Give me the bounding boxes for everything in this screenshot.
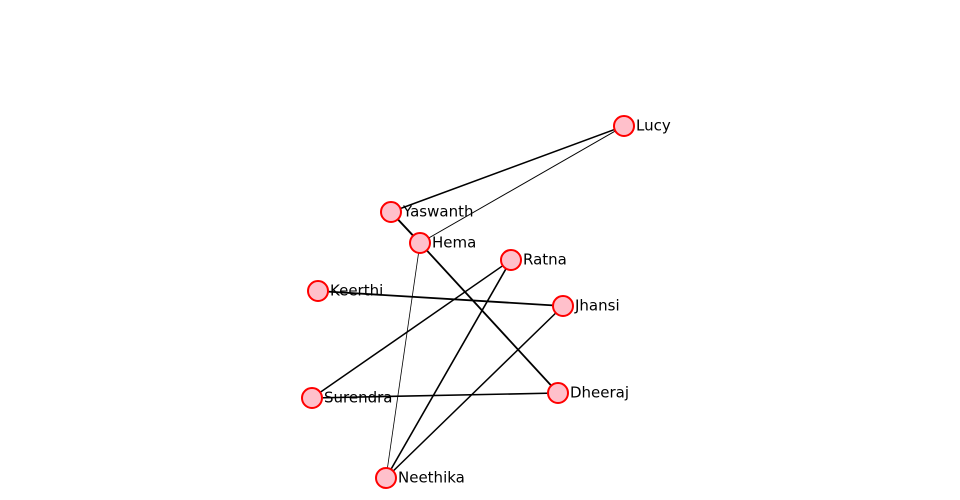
node-circle-ratna[interactable] xyxy=(500,249,522,271)
edge-surendra-dheeraj xyxy=(311,392,559,399)
node-surendra[interactable]: Surendra xyxy=(301,387,392,409)
edge-hema-dheeraj xyxy=(419,242,559,394)
node-label-keerthi: Keerthi xyxy=(330,282,383,300)
nodes-layer: LucyYaswanthHemaRatnaKeerthiJhansiSurend… xyxy=(301,115,671,489)
edge-ratna-neethika xyxy=(385,259,512,479)
node-label-neethika: Neethika xyxy=(398,469,465,487)
node-keerthi[interactable]: Keerthi xyxy=(307,280,383,302)
node-label-dheeraj: Dheeraj xyxy=(570,384,629,402)
node-label-ratna: Ratna xyxy=(523,251,567,269)
node-lucy[interactable]: Lucy xyxy=(613,115,671,137)
edge-yaswanth-lucy xyxy=(390,125,625,213)
node-hema[interactable]: Hema xyxy=(409,232,476,254)
node-circle-yaswanth[interactable] xyxy=(380,201,402,223)
node-circle-hema[interactable] xyxy=(409,232,431,254)
node-circle-lucy[interactable] xyxy=(613,115,635,137)
node-circle-surendra[interactable] xyxy=(301,387,323,409)
node-label-lucy: Lucy xyxy=(636,117,671,135)
edges-layer xyxy=(311,125,625,479)
node-jhansi[interactable]: Jhansi xyxy=(552,295,620,317)
node-label-jhansi: Jhansi xyxy=(574,297,620,315)
node-circle-keerthi[interactable] xyxy=(307,280,329,302)
edge-keerthi-jhansi xyxy=(317,290,564,307)
node-circle-neethika[interactable] xyxy=(375,467,397,489)
node-circle-dheeraj[interactable] xyxy=(547,382,569,404)
node-yaswanth[interactable]: Yaswanth xyxy=(380,201,473,223)
node-label-surendra: Surendra xyxy=(324,389,392,407)
node-ratna[interactable]: Ratna xyxy=(500,249,567,271)
edge-hema-lucy xyxy=(419,125,625,244)
node-label-yaswanth: Yaswanth xyxy=(402,203,473,221)
edge-jhansi-neethika xyxy=(385,305,564,479)
node-label-hema: Hema xyxy=(432,234,476,252)
edge-hema-neethika xyxy=(385,242,421,479)
node-neethika[interactable]: Neethika xyxy=(375,467,465,489)
node-circle-jhansi[interactable] xyxy=(552,295,574,317)
node-dheeraj[interactable]: Dheeraj xyxy=(547,382,629,404)
edge-ratna-surendra xyxy=(311,259,512,399)
